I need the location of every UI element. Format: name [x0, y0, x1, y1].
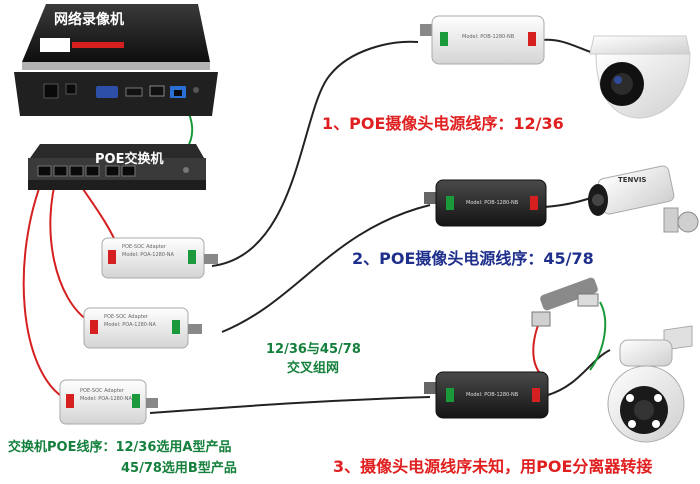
crossover-note-line2: 交叉组网	[287, 361, 340, 376]
camera3-note: 3、摄像头电源线序未知，用POE分离器转接	[333, 457, 653, 476]
camera-adapter-3-model: Model: POB-1280-NB	[466, 392, 519, 398]
cable-adapter-1-to-camera-1	[211, 40, 419, 267]
cable-camera3-lead	[547, 349, 611, 396]
camera1-note: 1、POE摄像头电源线序：12/36	[322, 114, 564, 133]
switch-wiring-note-line1: 交换机POE线序：12/36选用A型产品	[8, 440, 232, 455]
adapter-3-title: POE-SOC Adapter	[80, 388, 124, 394]
camera-adapter-1	[420, 15, 545, 65]
bullet-camera	[588, 165, 699, 233]
ptz-camera	[607, 325, 693, 443]
nvr-label: 网络录像机	[54, 12, 124, 28]
camera2-note: 2、POE摄像头电源线序：45/78	[352, 249, 594, 268]
adapter-2-title: POE-SOC Adapter	[104, 314, 148, 320]
camera-adapter-1-model: Model: POB-1280-NB	[462, 34, 515, 40]
cable-switch-to-adapter-2	[49, 171, 91, 323]
poe-switch-device	[28, 144, 206, 190]
cable-splitter-red	[532, 319, 549, 381]
adapter-2-model: Model: POA-1280-NA	[104, 322, 156, 328]
adapter-1-model: Model: POA-1280-NA	[122, 252, 174, 258]
nvr-device	[14, 4, 218, 116]
switch-wiring-note-line2: 45/78选用B型产品	[121, 461, 237, 476]
switch-adapter-1	[101, 237, 218, 279]
cable-switch-to-adapter-3	[22, 174, 65, 399]
camera-adapter-2	[424, 179, 547, 227]
cables	[22, 38, 611, 414]
cable-splitter-green	[589, 301, 607, 371]
crossover-note-line1: 12/36与45/78	[266, 342, 361, 357]
switch-adapter-3	[59, 379, 158, 425]
dome-camera	[589, 35, 691, 119]
cable-adapter-2-to-camera-2	[221, 204, 431, 333]
switch-adapter-2	[83, 307, 202, 349]
switch-label: POE交换机	[95, 152, 164, 167]
adapter-3-model: Model: POA-1280-NA	[80, 396, 132, 402]
adapter-1-title: POE-SOC Adapter	[122, 244, 166, 250]
poe-splitter	[531, 277, 599, 327]
camera-adapter-2-model: Model: POB-1280-NB	[466, 200, 519, 206]
cable-adapter-3-to-camera-3	[149, 396, 431, 414]
camera-adapter-3	[424, 371, 549, 419]
camera-brand-label: TENVIS	[618, 176, 647, 184]
